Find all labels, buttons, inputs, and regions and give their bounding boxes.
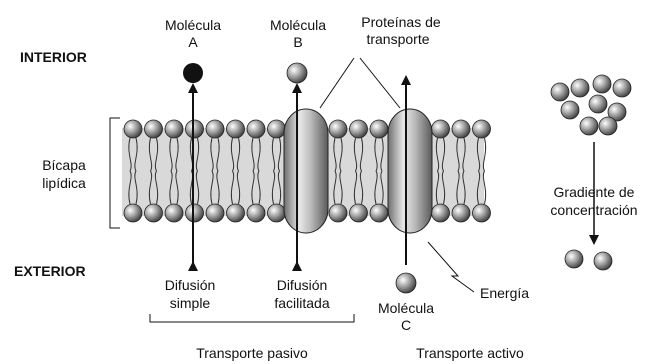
simple-diffusion-label-line2: simple (170, 295, 211, 311)
lipid-head (370, 204, 388, 222)
molecule-b-label-line2: B (293, 34, 302, 50)
lipid-head (432, 204, 450, 222)
lipid-head (145, 120, 163, 138)
gradient-high-ball (561, 101, 579, 119)
molecule-a-label-line2: A (188, 34, 198, 50)
protein-leader-left (320, 58, 354, 108)
lipid-head (206, 120, 224, 138)
proteins-label-line2: transporte (366, 31, 429, 47)
gradient-high-ball (599, 117, 617, 135)
carrier-protein-2 (388, 109, 432, 233)
lipid-head (124, 204, 142, 222)
passive-transport-bracket (150, 314, 354, 322)
gradient-high-ball (551, 83, 569, 101)
lipid-head (145, 204, 163, 222)
exterior-label: EXTERIOR (14, 263, 86, 279)
lipid-head (329, 204, 347, 222)
active-transport-label: Transporte activo (416, 345, 524, 361)
interior-label: INTERIOR (20, 49, 87, 65)
lipid-head (186, 204, 204, 222)
molecule-a-label-line1: Molécula (165, 17, 221, 33)
lipid-head (350, 120, 368, 138)
gradient-label-line2: concentración (550, 202, 637, 218)
lipid-head (432, 120, 450, 138)
gradient-high-ball (589, 95, 607, 113)
simple-diffusion-label-line1: Difusión (165, 277, 216, 293)
membrane-label-line1: Bícapa (42, 157, 86, 173)
molecule-c-dot (396, 273, 416, 293)
carrier-protein-1 (284, 109, 328, 233)
molecule-b-dot (287, 63, 307, 83)
gradient-high-ball (593, 75, 611, 93)
lipid-head (227, 204, 245, 222)
gradient-high-ball (613, 79, 631, 97)
energy-zigzag (428, 242, 474, 292)
lipid-head (186, 120, 204, 138)
lipid-head (165, 120, 183, 138)
facilitated-diffusion-label-line2: facilitada (274, 295, 329, 311)
protein-leader-right (360, 58, 400, 108)
lipid-head (268, 120, 286, 138)
molecule-c-label-line1: Molécula (378, 300, 434, 316)
passive-transport-label: Transporte pasivo (196, 345, 308, 361)
membrane-label-line2: lipídica (42, 175, 86, 191)
gradient-cluster (551, 75, 631, 135)
gradient-low-ball-2 (594, 252, 612, 270)
lipid-head (268, 204, 286, 222)
lipid-head (247, 204, 265, 222)
proteins-label-line1: Proteínas de (361, 14, 441, 30)
lipid-head (350, 204, 368, 222)
lipid-head (124, 120, 142, 138)
energy-label: Energía (480, 285, 529, 301)
gradient-high-ball (580, 117, 598, 135)
lipid-head (165, 204, 183, 222)
membrane-bracket (110, 118, 120, 228)
molecule-c-label-line2: C (401, 317, 411, 333)
lipid-head (227, 120, 245, 138)
lipid-head (329, 120, 347, 138)
lipid-head (370, 120, 388, 138)
facilitated-diffusion-label-line1: Difusión (277, 277, 328, 293)
gradient-label-line1: Gradiente de (554, 184, 635, 200)
lipid-head (473, 204, 491, 222)
lipid-head (247, 120, 265, 138)
molecule-a-dot (183, 63, 203, 83)
lipid-head (452, 120, 470, 138)
molecule-b-label-line1: Molécula (270, 17, 326, 33)
lipid-head (452, 204, 470, 222)
lipid-head (473, 120, 491, 138)
lipid-head (206, 204, 224, 222)
gradient-high-ball (571, 79, 589, 97)
gradient-low-ball-1 (565, 250, 583, 268)
